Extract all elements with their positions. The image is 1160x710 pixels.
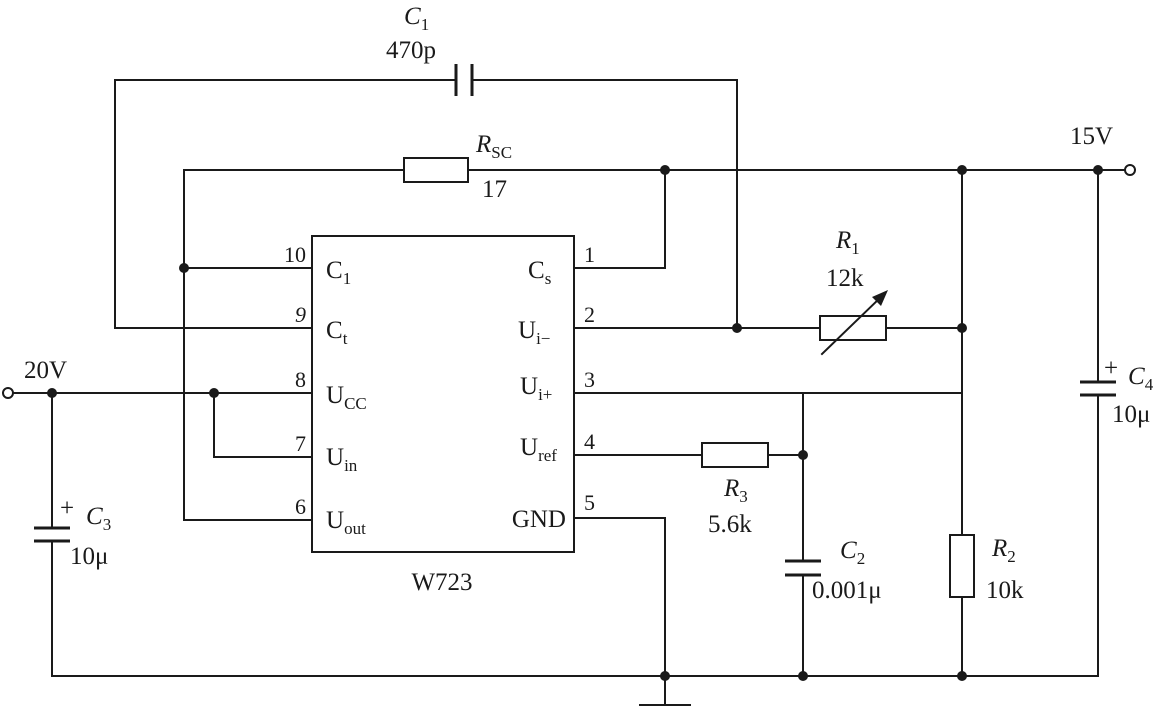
resistor-r2 <box>949 534 975 598</box>
junction-dot <box>957 671 967 681</box>
r1-value: 12k <box>826 265 864 292</box>
r1-adjust-arrow <box>820 294 884 356</box>
pin-number: 6 <box>295 494 306 519</box>
pin-number: 4 <box>584 429 595 454</box>
pin-label: Uout <box>326 507 366 538</box>
pin-label-gnd: GND <box>512 506 566 533</box>
junction-dot <box>209 388 219 398</box>
ic-left-pins: 10 C1 9 Ct 8 UCC 7 Uin 6 Uout <box>284 242 367 538</box>
c1-value: 470p <box>386 37 436 64</box>
pin-label: Cs <box>528 257 551 288</box>
pin-number: 7 <box>295 431 306 456</box>
pin-label: Ui+ <box>520 373 552 404</box>
pin-number: 3 <box>584 367 595 392</box>
wire-pin7 <box>213 392 313 458</box>
junction-dot <box>798 671 808 681</box>
pin-number: 5 <box>584 490 595 515</box>
c4-polarity: + <box>1104 355 1118 382</box>
pin-label: Uref <box>520 434 557 465</box>
input-voltage-label: 20V <box>24 357 67 384</box>
input-terminal <box>2 387 14 399</box>
r2-value: 10k <box>986 577 1024 604</box>
r1-arrow-head <box>872 290 888 306</box>
pin-number: 9 <box>295 302 306 327</box>
wire-c1-loop-right <box>473 79 738 329</box>
resistor-rsc <box>403 157 469 183</box>
c4-value: 10μ <box>1112 401 1150 428</box>
output-terminal <box>1124 164 1136 176</box>
ic-body <box>311 235 575 553</box>
c2-value: 0.001μ <box>812 577 882 604</box>
pin-number: 2 <box>584 302 595 327</box>
pin-label: C1 <box>326 257 351 288</box>
pin-number: 10 <box>284 242 306 267</box>
wire-c1-loop-left <box>114 79 455 329</box>
resistor-r3 <box>701 442 769 468</box>
junction-dot <box>798 450 808 460</box>
pin-number: 8 <box>295 367 306 392</box>
junction-dot <box>1093 165 1103 175</box>
junction-dot <box>179 263 189 273</box>
r2-label: R2 <box>991 535 1016 566</box>
junction-dot <box>732 323 742 333</box>
rsc-label: RSC <box>475 131 512 162</box>
c2-label: C2 <box>840 537 865 568</box>
junctions <box>47 165 1103 681</box>
pin-label: Ui− <box>518 317 550 348</box>
junction-dot <box>660 671 670 681</box>
wire-pin1-cs <box>573 169 666 269</box>
pin-label: UCC <box>326 382 367 413</box>
junction-dot <box>47 388 57 398</box>
r3-value: 5.6k <box>708 511 752 538</box>
c4-label: C4 <box>1128 363 1154 394</box>
pin-label: Ct <box>326 317 348 348</box>
r1-label: R1 <box>835 227 860 258</box>
rsc-value: 17 <box>482 176 507 203</box>
pin-label: Uin <box>326 444 358 475</box>
c3-value: 10μ <box>70 543 108 570</box>
ic-name: W723 <box>411 569 472 596</box>
c3-label: C3 <box>86 503 111 534</box>
junction-dot <box>957 165 967 175</box>
junction-dot <box>660 165 670 175</box>
c1-label: C1 <box>404 3 429 34</box>
resistor-r1 <box>819 315 887 341</box>
c3-polarity: + <box>60 495 74 522</box>
junction-dot <box>957 323 967 333</box>
output-voltage-label: 15V <box>1070 123 1113 150</box>
wires <box>11 79 1125 706</box>
pin-number: 1 <box>584 242 595 267</box>
wire-pin5-gnd <box>573 517 666 677</box>
ic-right-pins: 1 Cs 2 Ui− 3 Ui+ 4 Uref 5 GND <box>512 242 595 533</box>
wire-rsc-left <box>183 169 405 521</box>
r3-label: R3 <box>723 475 748 506</box>
